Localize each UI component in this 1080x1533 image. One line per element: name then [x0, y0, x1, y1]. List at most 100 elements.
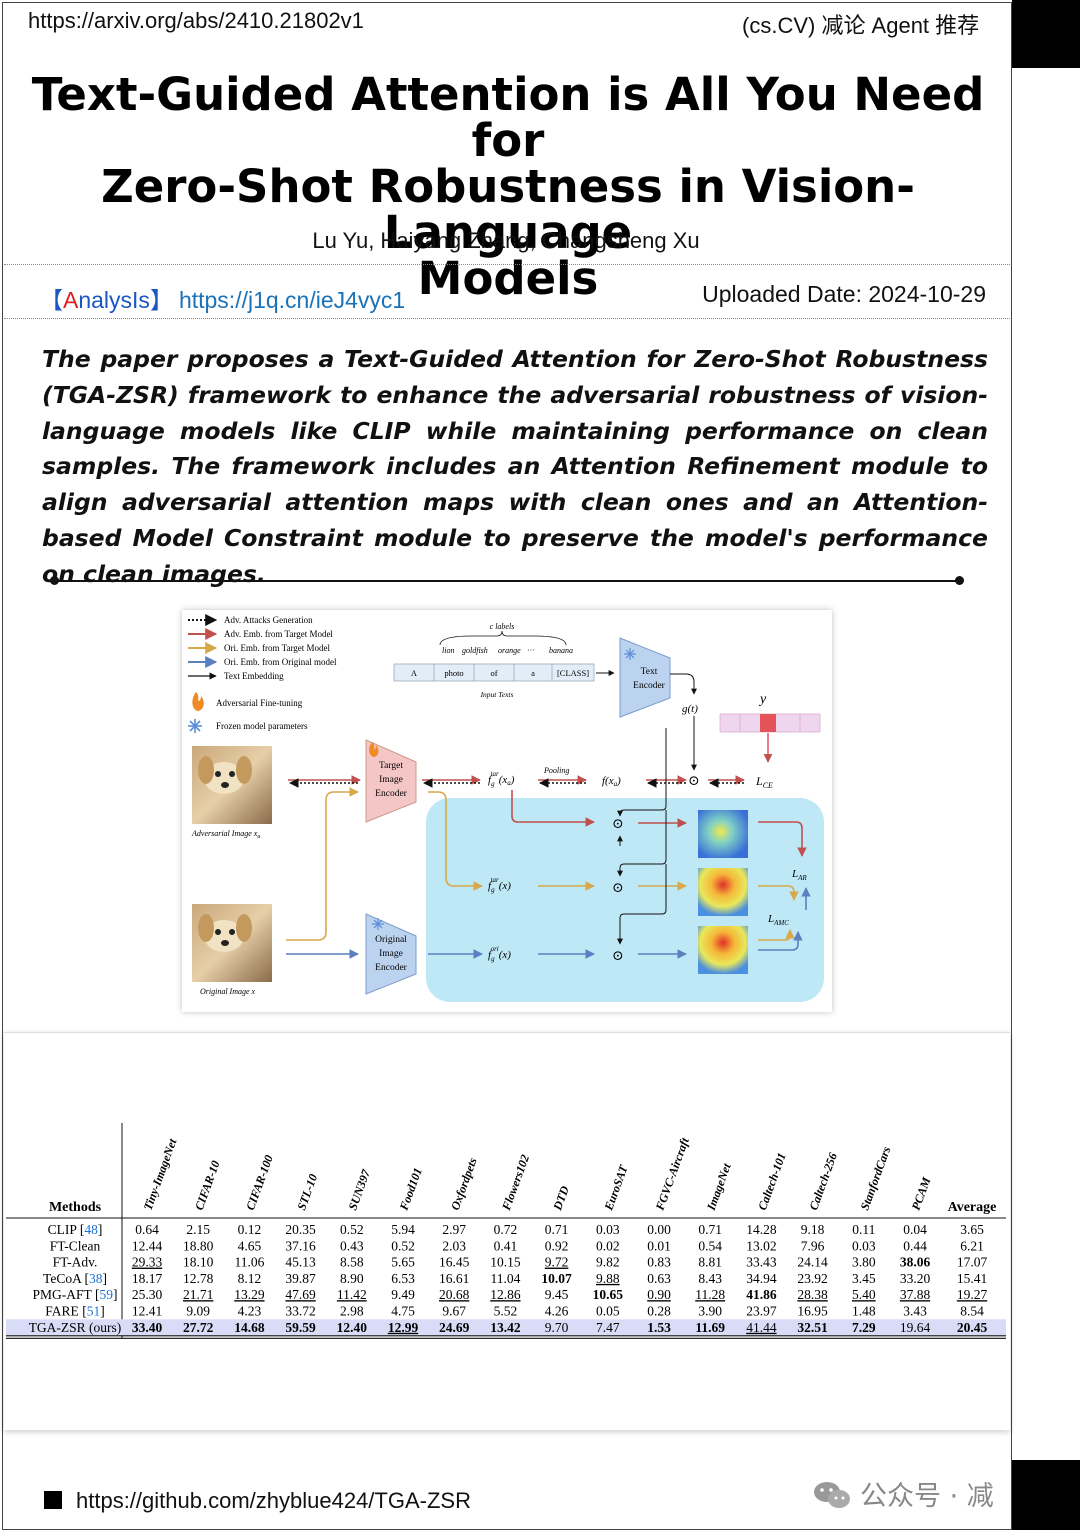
table-cell: 0.72 — [494, 1222, 518, 1237]
original-image-caption: Original Image x — [200, 987, 256, 996]
analysis-label: nalysIs — [78, 287, 150, 313]
table-cell: 12.86 — [490, 1287, 521, 1302]
table-cell: 28.38 — [797, 1287, 828, 1302]
table-cell: 4.65 — [238, 1238, 262, 1253]
odot-top: ⊙ — [688, 774, 700, 789]
table-cell: 11.69 — [695, 1320, 725, 1335]
column-header: STL-10 — [294, 1172, 320, 1212]
table-cell: 4.75 — [391, 1304, 415, 1319]
table-cell: 7.29 — [852, 1320, 876, 1335]
table-cell: 9.67 — [442, 1304, 466, 1319]
column-header: PCAM — [909, 1175, 934, 1212]
method-name: TeCoA [38] — [43, 1271, 107, 1286]
table-cell: 4.23 — [238, 1304, 262, 1319]
table-cell: 0.03 — [596, 1222, 620, 1237]
method-name: TGA-ZSR (ours) — [29, 1320, 122, 1335]
class-word: goldfish — [462, 646, 488, 655]
title-line: Zero-Shot Robustness in Vision-Language — [101, 160, 915, 259]
column-header: StanfordCars — [857, 1144, 893, 1212]
table-cell: 19.64 — [900, 1320, 931, 1335]
fire-label: Adversarial Fine-tuning — [216, 698, 303, 708]
c-labels-label: c labels — [490, 622, 515, 631]
paper-authors: Lu Yu, Haiyang Zhang, Changsheng Xu — [312, 228, 700, 253]
label-vector — [719, 713, 821, 733]
legend-adv-emb: Adv. Emb. from Target Model — [224, 629, 333, 639]
frozen-label: Frozen model parameters — [216, 721, 308, 731]
column-header: FGVC-Aircraft — [652, 1135, 692, 1213]
uploaded-date: Uploaded Date: 2024-10-29 — [702, 281, 986, 307]
fg-ori-x-label: fgori(x) — [488, 945, 511, 963]
snowflake-icon — [188, 719, 202, 733]
class-word: lion — [442, 646, 454, 655]
table-cell: 5.40 — [852, 1287, 876, 1302]
class-word: orange — [498, 646, 521, 655]
table-cell: 13.02 — [746, 1238, 776, 1253]
bullet-square — [44, 1491, 62, 1509]
table-cell: 6.53 — [391, 1271, 415, 1286]
method-name: CLIP [48] — [48, 1222, 103, 1237]
github-link[interactable]: https://github.com/zhyblue424/TGA-ZSR — [76, 1488, 471, 1513]
l-amc-label: LAMC — [767, 913, 789, 927]
bracket-open: 【 — [40, 287, 63, 313]
table-cell: 0.64 — [135, 1222, 159, 1237]
analysis-link-row[interactable]: 【AnalysIs】https://j1q.cn/ieJ4vyc1 — [40, 281, 405, 315]
input-token: of — [490, 668, 497, 678]
highlight-row-bg — [6, 1319, 1006, 1336]
table-cell: 0.83 — [647, 1255, 671, 1270]
table-cell: 18.10 — [183, 1255, 214, 1270]
table-cell: 34.94 — [746, 1271, 777, 1286]
input-token: [CLASS] — [557, 668, 589, 678]
method-diagram: Adv. Attacks Generation Adv. Emb. from T… — [182, 610, 832, 1012]
analysis-link[interactable]: https://j1q.cn/ieJ4vyc1 — [178, 287, 406, 313]
target-encoder-label: Encoder — [375, 789, 407, 799]
table-cell: 2.98 — [340, 1304, 364, 1319]
wechat-watermark: 公众号 · 减 — [812, 1474, 994, 1513]
table-cell: 38.06 — [900, 1255, 931, 1270]
table-cell: 10.07 — [541, 1271, 572, 1286]
column-header: Caltech-256 — [806, 1151, 840, 1212]
rule-dot-left — [50, 576, 59, 585]
table-cell: 0.00 — [647, 1222, 671, 1237]
github-link-row[interactable]: https://github.com/zhyblue424/TGA-ZSR — [44, 1488, 471, 1514]
table-cell: 9.18 — [801, 1222, 825, 1237]
table-cell: 33.43 — [746, 1255, 777, 1270]
table-cell: 13.29 — [234, 1287, 265, 1302]
title-line: Models — [417, 252, 599, 305]
table-cell: 33.40 — [132, 1320, 163, 1335]
table-cell: 14.68 — [234, 1320, 265, 1335]
method-name: FT-Adv. — [53, 1255, 98, 1270]
wechat-icon — [814, 1482, 850, 1508]
table-cell: 39.87 — [285, 1271, 316, 1286]
divider — [4, 264, 1010, 265]
table-cell: 20.45 — [957, 1320, 988, 1335]
table-cell: 0.04 — [903, 1222, 927, 1237]
table-cell: 9.88 — [596, 1271, 620, 1286]
table-cell: 10.15 — [490, 1255, 521, 1270]
table-cell: 9.82 — [596, 1255, 620, 1270]
arxiv-url[interactable]: https://arxiv.org/abs/2410.21802v1 — [28, 8, 364, 33]
table-cell: 7.47 — [596, 1320, 620, 1335]
table-cell: 10.65 — [593, 1287, 624, 1302]
target-encoder-label: Target — [379, 761, 403, 771]
table-cell: 8.54 — [960, 1304, 984, 1319]
column-header: CIFAR-100 — [243, 1153, 276, 1212]
table-cell: 0.43 — [340, 1238, 364, 1253]
original-encoder-label: Original — [375, 935, 407, 945]
table-cell: 0.11 — [852, 1222, 875, 1237]
fg-tar-xa-label: fgtar(xa) — [488, 770, 515, 788]
title-line: Text-Guided Attention is All You Need fo… — [31, 68, 985, 167]
table-cell: 0.44 — [903, 1238, 927, 1253]
table-cell: 59.59 — [285, 1320, 316, 1335]
method-name: PMG-AFT [59] — [33, 1287, 118, 1302]
bracket-close: 】 — [149, 287, 173, 313]
table-cell: 3.80 — [852, 1255, 876, 1270]
legend-ori-target: Ori. Emb. from Target Model — [224, 643, 331, 653]
column-header: ImageNet — [704, 1161, 734, 1213]
class-word: ··· — [527, 646, 535, 655]
table-cell: 41.86 — [746, 1287, 777, 1302]
table-cell: 11.04 — [490, 1271, 520, 1286]
paper-title: Text-Guided Attention is All You Need fo… — [20, 72, 996, 302]
table-cell: 41.44 — [746, 1320, 777, 1335]
table-cell: 16.61 — [439, 1271, 469, 1286]
column-header: EuroSAT — [601, 1163, 631, 1213]
